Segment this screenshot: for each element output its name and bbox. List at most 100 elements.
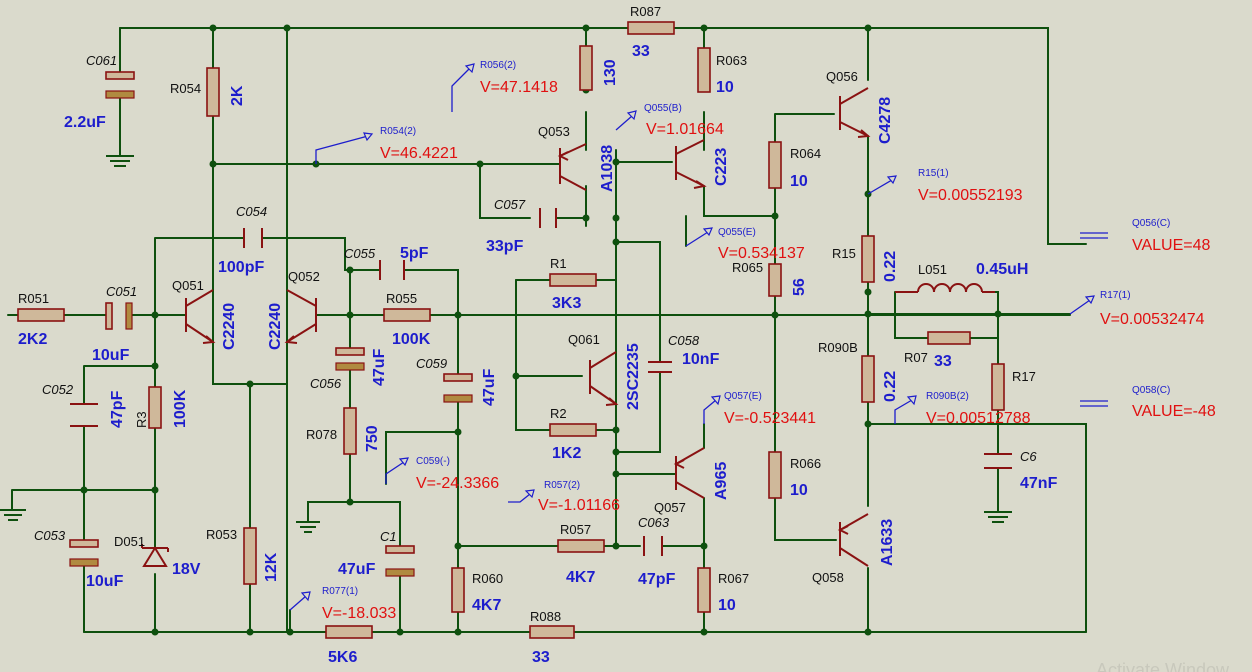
c055-value: 5pF [400, 245, 429, 262]
inductor-symbol [895, 283, 995, 293]
r088-ref: R088 [530, 609, 561, 624]
probe-c059-neg-reading: V=-24.3366 [416, 475, 499, 492]
q061-value: 2SC2235 [625, 343, 642, 410]
q058-value: A1633 [879, 519, 896, 566]
probe-arrows [289, 63, 1108, 611]
r17-ref: R17 [1012, 369, 1036, 384]
r1-ref: R1 [550, 256, 567, 271]
c057-value: 33pF [486, 238, 524, 255]
r3-ref: R3 [134, 411, 149, 428]
c059-ref: C059 [416, 356, 447, 371]
r060-value: 4K7 [472, 597, 501, 614]
r055-ref: R055 [386, 291, 417, 306]
r057-ref: R057 [560, 522, 591, 537]
probe-q057-e-reading: V=-0.523441 [724, 410, 816, 427]
c053-ref: C053 [34, 528, 66, 543]
q057-ref: Q057 [654, 500, 686, 515]
c055-ref: C055 [344, 246, 376, 261]
r057-value: 4K7 [566, 569, 595, 586]
r1-value: 3K3 [552, 295, 581, 312]
capacitor-symbols [69, 71, 1012, 577]
supply-q056-c-reading: VALUE=48 [1132, 237, 1211, 254]
c057-ref: C057 [494, 197, 526, 212]
c053-value: 10uF [86, 573, 124, 590]
q057-value: A965 [713, 462, 730, 500]
c056-value: 47uF [371, 348, 388, 386]
probe-r15-1-reading: V=0.00552193 [918, 187, 1023, 204]
r15-value: 0.22 [882, 251, 899, 282]
r065-value: 56 [791, 278, 808, 296]
q058-ref: Q058 [812, 570, 844, 585]
q056-ref: Q056 [826, 69, 858, 84]
probe-r15-1-name: R15(1) [918, 168, 949, 179]
probe-labels: R056(2) V=47.1418 R054(2) V=46.4221 Q055… [322, 60, 1216, 622]
r15-ref: R15 [832, 246, 856, 261]
r3-value: 100K [172, 389, 189, 428]
c1-value: 47uF [338, 561, 376, 578]
r078-ref: R078 [306, 427, 337, 442]
r054-value: 2K [229, 85, 246, 106]
c054-value: 100pF [218, 259, 264, 276]
c063-ref: C063 [638, 515, 670, 530]
r056-value: 130 [602, 59, 619, 86]
r053-ref: R053 [206, 527, 237, 542]
q051-value: C2240 [221, 303, 238, 350]
q052-value: C2240 [267, 303, 284, 350]
zener-diode-symbol [141, 544, 169, 567]
r090b-value: 0.22 [882, 371, 899, 402]
probe-q055-b-name: Q055(B) [644, 103, 682, 114]
probe-r057-2-name: R057(2) [544, 480, 580, 491]
r067-value: 10 [718, 597, 736, 614]
probe-r090b-2-reading: V=0.00512788 [926, 410, 1031, 427]
probe-q055-e-reading: V=0.534137 [718, 245, 805, 262]
c6-ref: C6 [1020, 449, 1037, 464]
c059-value: 47uF [481, 368, 498, 406]
r051-ref: R051 [18, 291, 49, 306]
r066-value: 10 [790, 482, 808, 499]
ground-symbols [0, 148, 1012, 533]
probe-q057-e-name: Q057(E) [724, 391, 762, 402]
watermark: Activate Window [1096, 660, 1230, 672]
r07-ref: R07 [904, 350, 928, 365]
r051-value: 2K2 [18, 331, 47, 348]
c6-value: 47nF [1020, 475, 1058, 492]
probe-r056-2-reading: V=47.1418 [480, 79, 558, 96]
r060-ref: R060 [472, 571, 503, 586]
probe-r054-2-name: R054(2) [380, 126, 416, 137]
c052-ref: C052 [42, 382, 74, 397]
q053-value: A1038 [599, 145, 616, 192]
r077-value: 5K6 [328, 649, 357, 666]
r066-ref: R066 [790, 456, 821, 471]
probe-q055-e-name: Q055(E) [718, 227, 756, 238]
c051-value: 10uF [92, 347, 130, 364]
probe-q055-b-reading: V=1.01664 [646, 121, 724, 138]
d051-ref: D051 [114, 534, 145, 549]
c054-ref: C054 [236, 204, 267, 219]
probe-r057-2-reading: V=-1.01166 [538, 497, 620, 514]
transistor-symbols [185, 87, 871, 567]
c052-value: 47pF [109, 390, 126, 428]
c056-ref: C056 [310, 376, 342, 391]
q052-ref: Q052 [288, 269, 320, 284]
wires [7, 27, 1087, 633]
r064-ref: R064 [790, 146, 821, 161]
probe-r077-1-name: R077(1) [322, 586, 358, 597]
c061-value: 2.2uF [64, 114, 106, 131]
resistor-bodies [17, 21, 1005, 639]
r2-value: 1K2 [552, 445, 581, 462]
r087-ref: R087 [630, 4, 661, 19]
q056-value: C4278 [877, 97, 894, 144]
q055-value: C223 [713, 148, 730, 186]
c061-ref: C061 [86, 53, 117, 68]
c058-ref: C058 [668, 333, 700, 348]
c058-value: 10nF [682, 351, 720, 368]
probe-r17-1-name: R17(1) [1100, 290, 1131, 301]
r067-ref: R067 [718, 571, 749, 586]
r2-ref: R2 [550, 406, 567, 421]
c1-ref: C1 [380, 529, 397, 544]
probe-r056-2-name: R056(2) [480, 60, 516, 71]
r088-value: 33 [532, 649, 550, 666]
r078-value: 750 [364, 425, 381, 452]
r063-ref: R063 [716, 53, 747, 68]
